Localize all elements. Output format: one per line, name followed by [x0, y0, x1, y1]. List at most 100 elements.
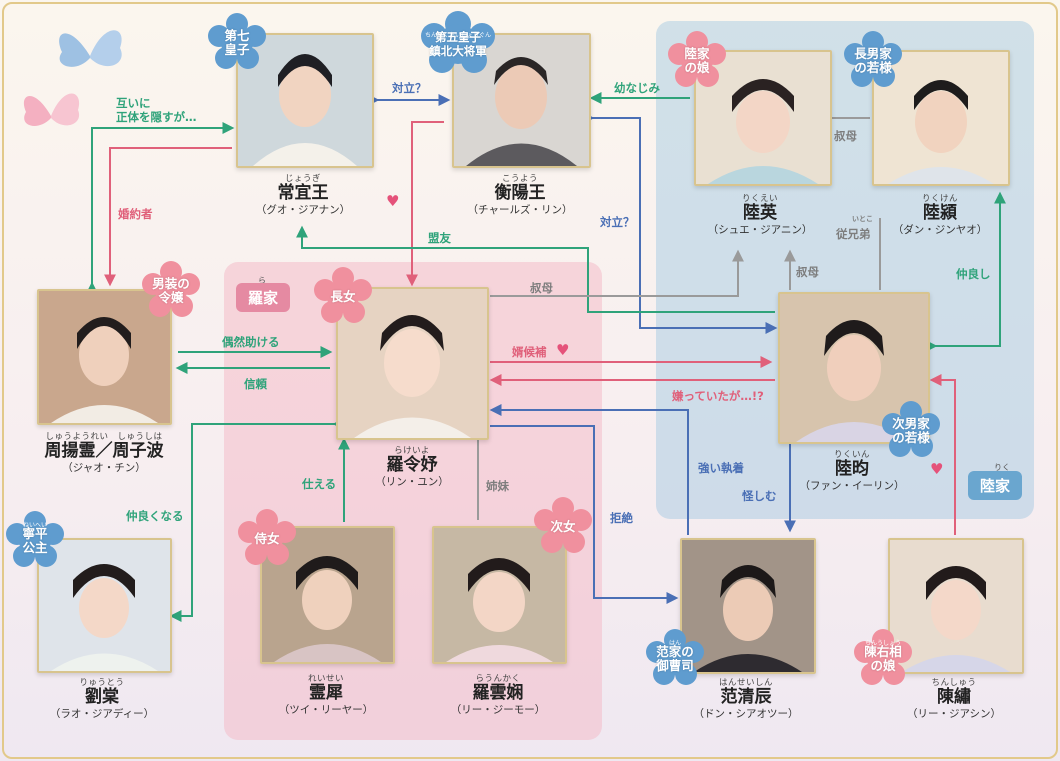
badge-text: 侍女: [254, 531, 280, 546]
name-ruby: しゅうようれい しゅうしは: [45, 432, 163, 442]
character-name: 常宜王: [277, 183, 329, 203]
actor-name: （リー・ジアシン）: [906, 708, 1002, 720]
name-ruby: こうよう: [501, 174, 538, 184]
zhou-name-block: しゅうようれい しゅうしは 周揚霊／周子波 （ジャオ・チン）: [19, 430, 189, 476]
badge-ruby: ちんうしょう: [864, 640, 901, 647]
actor-name: （グオ・ジアナン）: [255, 204, 351, 216]
changyi-portrait: [236, 33, 374, 168]
actor-name: （シュエ・ジアニン）: [707, 224, 813, 236]
heart-icon: ♥: [386, 192, 400, 210]
butterfly-blue-icon: [59, 30, 122, 67]
flower-badge-icon: [6, 511, 64, 567]
name-ruby: れいせい: [307, 674, 344, 684]
ra-family-ruby: ら: [258, 276, 266, 285]
lu-family-ruby: りく: [994, 463, 1010, 472]
liutang-badge: ねいへい 寧平 公主: [4, 510, 66, 572]
badge-text: 寧平 公主: [22, 526, 48, 555]
relation-cousin-ruby: いとこ: [852, 215, 873, 223]
luoyunxi-badge: 次女: [532, 496, 594, 558]
liutang-portrait: [37, 538, 172, 673]
fanqingchen-portrait: [680, 538, 816, 674]
relation-fiance: 婚約者: [118, 207, 153, 221]
lujiong-name-block: りくけん 陸潁 （ダン・ジンヤオ）: [855, 192, 1025, 238]
relation-alliance: 盟友: [428, 231, 451, 245]
badge-text: 男装の 令嬢: [152, 276, 190, 305]
lujiong-badge: 長男家 の若様: [842, 30, 904, 92]
lu-family-label: 陸家: [968, 471, 1023, 500]
character-name: 羅令妤: [386, 455, 438, 475]
badge-text: 次男家 の若様: [892, 416, 930, 445]
luyun-badge: 次男家 の若様: [880, 400, 942, 462]
relation-obsession: 強い執着: [698, 461, 744, 475]
character-name: 陳繡: [937, 687, 971, 707]
fanqingchen-badge: はん 范家の 御曹司: [644, 628, 706, 690]
relation-childhood: 幼なじみ: [614, 81, 660, 95]
heart-icon: ♥: [556, 341, 570, 359]
actor-name: （リン・ユン）: [375, 476, 449, 488]
character-name: 陸英: [743, 203, 777, 223]
luying-badge: 陸家 の娘: [666, 30, 728, 92]
actor-name: （リー・ジーモー）: [450, 704, 546, 716]
luolingyu-name-block: らけいよ 羅令妤 （リン・ユン）: [327, 444, 497, 490]
character-name: 周揚霊／周子波: [44, 441, 164, 461]
relation-mutual-hide: 互いに 正体を隠すが…: [116, 96, 197, 124]
actor-name: （ツイ・リーヤー）: [278, 704, 374, 716]
character-name: 陸潁: [923, 203, 957, 223]
heart-icon: ♥: [930, 460, 944, 478]
ra-family-label: 羅家: [236, 283, 291, 312]
relation-rivalry-2: 対立？: [600, 215, 635, 229]
lingxi-name-block: れいせい 霊犀 （ツイ・リーヤー）: [241, 672, 411, 718]
zhou-portrait: [37, 289, 172, 425]
relation-cousin: 従兄弟: [836, 227, 871, 241]
name-ruby: らうんかく: [475, 674, 521, 684]
butterfly-pink-icon: [23, 93, 80, 126]
zhou-badge: 男装の 令嬢: [140, 260, 202, 322]
actor-name: （ダン・ジンヤオ）: [892, 224, 988, 236]
badge-text: 范家の 御曹司: [656, 644, 694, 673]
badge-text: 次女: [550, 519, 576, 534]
lingxi-badge: 侍女: [236, 508, 298, 570]
badge-text: 第七 皇子: [224, 28, 250, 57]
actor-name: （ジャオ・チン）: [62, 462, 146, 474]
luying-name-block: りくえい 陸英 （シュエ・ジアニン）: [675, 192, 845, 238]
chenxiu-portrait: [888, 538, 1024, 674]
flower-badge-icon: [238, 509, 296, 565]
flower-badge-icon: [421, 11, 495, 73]
name-ruby: じょうぎ: [284, 174, 321, 184]
badge-text: 第五皇子 鎮北大将軍: [429, 30, 487, 58]
flower-badge-icon: [882, 401, 940, 457]
name-ruby: ちんしゅう: [931, 678, 977, 688]
relation-aunt-1: 叔母: [834, 129, 857, 143]
actor-name: （チャールズ・リン）: [467, 204, 573, 216]
fanqingchen-name-block: はんせいしん 范清辰 （ドン・シアオツー）: [661, 676, 831, 722]
relation-refusal: 拒絶: [610, 511, 633, 525]
lujiong-portrait: [872, 50, 1010, 186]
flower-badge-icon: [534, 497, 592, 553]
relation-trust: 信頼: [244, 377, 267, 391]
flower-badge-icon: [668, 31, 726, 87]
flower-badge-icon: [844, 31, 902, 87]
luoyunxi-portrait: [432, 526, 567, 664]
flower-badge-icon: [854, 629, 912, 685]
luyun-name-block: りくいん 陸昀 （ファン・イーリン）: [767, 448, 937, 494]
luying-portrait: [694, 50, 832, 186]
character-name: 范清辰: [720, 687, 772, 707]
chenxiu-badge: ちんうしょう 陳右相 の娘: [852, 628, 914, 690]
actor-name: （ドン・シアオツー）: [693, 708, 799, 720]
relation-aunt-3: 叔母: [530, 281, 553, 295]
luolingyu-badge: 長女: [312, 266, 374, 328]
name-ruby: りくえい: [741, 194, 778, 204]
character-name: 衡陽王: [494, 183, 546, 203]
relation-close: 仲良し: [956, 267, 991, 281]
badge-text: 陳右相 の娘: [864, 644, 902, 673]
chenxiu-name-block: ちんしゅう 陳繡 （リー・ジアシン）: [869, 676, 1039, 722]
name-ruby: りくけん: [921, 194, 958, 204]
luyun-portrait: [778, 292, 930, 444]
liutang-name-block: りゅうとう 劉棠 （ラオ・ジアディー）: [17, 676, 187, 722]
badge-ruby: はん: [668, 640, 681, 647]
actor-name: （ファン・イーリン）: [799, 480, 905, 492]
actor-name: （ラオ・ジアディー）: [49, 708, 155, 720]
badge-text: 陸家 の娘: [684, 46, 710, 75]
